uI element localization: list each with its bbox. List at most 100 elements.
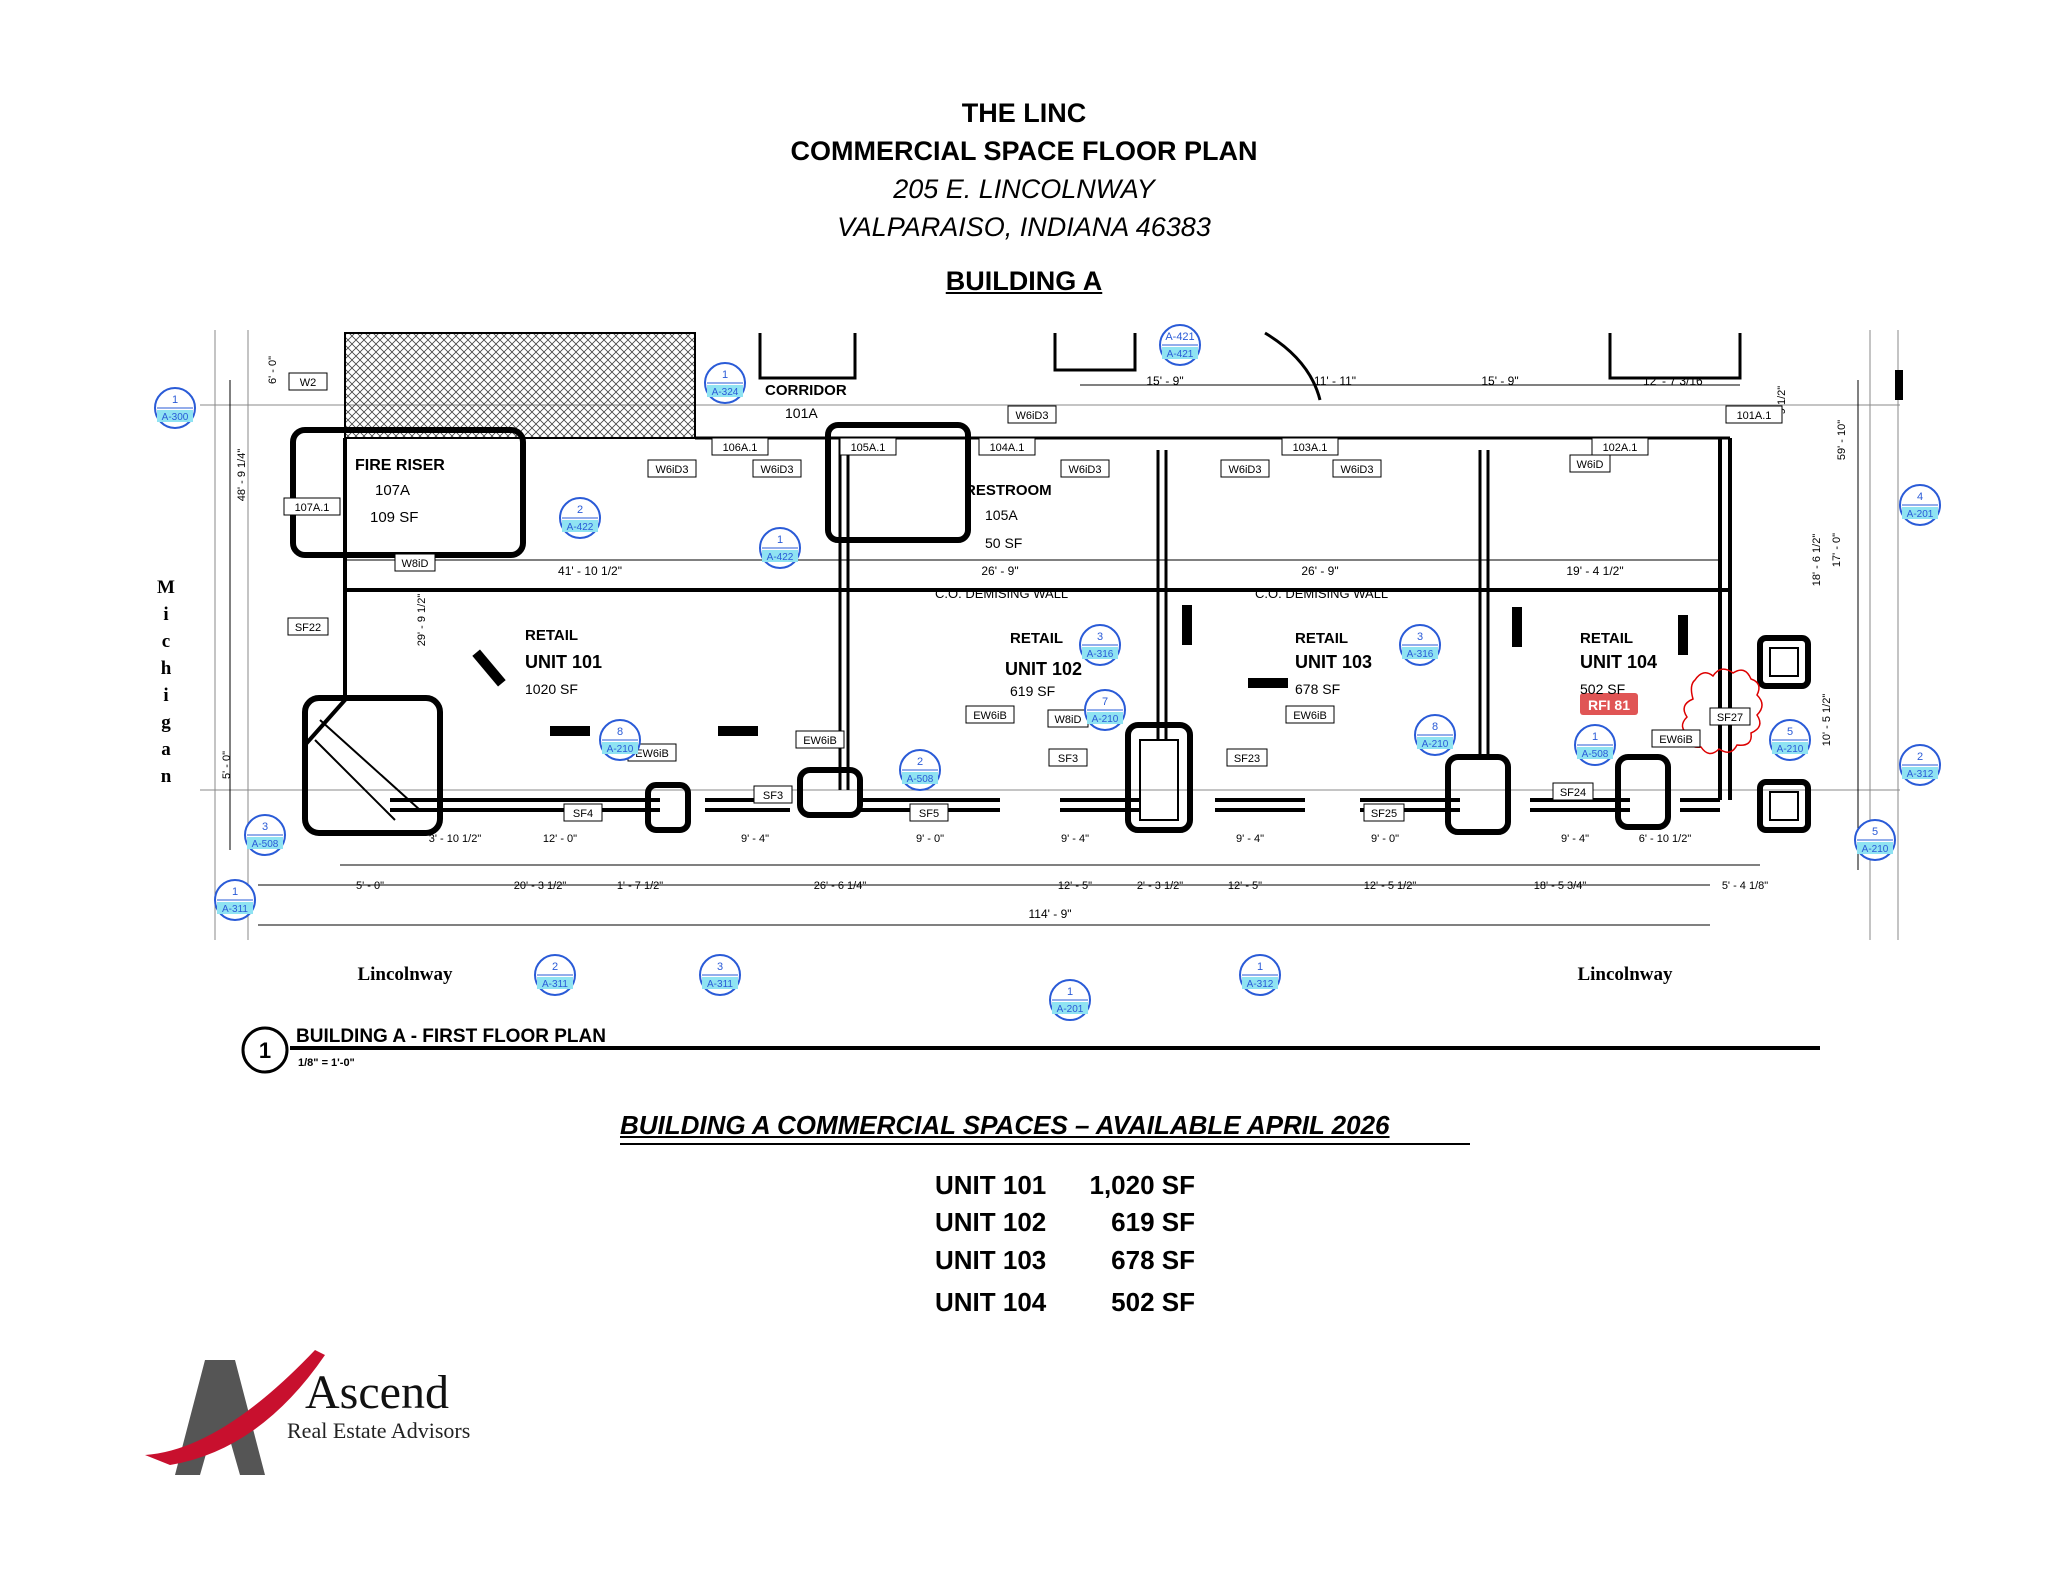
callout-sheet: A-422: [567, 522, 594, 533]
callout-number: 8: [1432, 721, 1438, 733]
wall-type-tag: EW6iB: [635, 748, 669, 760]
callout-sheet-highlight: [762, 550, 798, 562]
door-tag-box: [711, 437, 769, 456]
rfi-tag: [1580, 693, 1638, 715]
unit-name: UNIT 102: [935, 1207, 1047, 1237]
wall-type-tag-box: [1285, 705, 1335, 724]
street-name-side-letter: i: [163, 685, 168, 706]
storefront-tag: SF24: [1560, 787, 1586, 799]
wall-type-tag: W8iD: [1055, 714, 1082, 726]
street-name-side-letter: i: [163, 604, 168, 625]
wall-type-tag: EW6iB: [803, 735, 837, 747]
wall-type-tag-box: [394, 553, 436, 572]
logo-swoosh: [145, 1350, 325, 1465]
callout-number: 1: [777, 534, 783, 546]
callout-sheet: A-311: [707, 979, 733, 990]
door-tag: 104A.1: [990, 442, 1025, 454]
street-name-side-letter: n: [161, 766, 172, 787]
rfi-cloud: [1681, 668, 1763, 755]
section-callout: 2A-422: [559, 497, 601, 539]
dimension-text: 9' - 0": [1371, 833, 1399, 845]
callout-sheet-highlight: [1857, 842, 1893, 854]
callout-number: 1: [232, 886, 238, 898]
street-name-right: Lincolnway: [1577, 964, 1673, 985]
dimension-text: 12' - 5": [1228, 880, 1262, 892]
callout-number: 3: [262, 821, 268, 833]
storefront-tag-box: [1709, 707, 1751, 726]
callout-sheet: A-312: [1907, 769, 1934, 780]
door-tag: 102A.1: [1603, 442, 1638, 454]
unit-name-label: UNIT 102: [1005, 659, 1082, 679]
section-callout: 1A-312: [1239, 954, 1281, 996]
callout-sheet: A-508: [1582, 749, 1609, 760]
unit-use-label: RETAIL: [525, 627, 578, 644]
dimension-text: 26' - 9": [981, 564, 1018, 578]
demising-walls: [838, 438, 1490, 790]
callout-number: 5: [1872, 826, 1878, 838]
callout-sheet: A-210: [1777, 744, 1804, 755]
unit-name: UNIT 101: [935, 1170, 1047, 1200]
section-callout: 2A-311: [534, 954, 576, 996]
street-address: 205 E. LINCOLNWAY: [893, 174, 1155, 204]
storefront-tag-box: [909, 803, 949, 822]
wall-type-tag-box: [647, 459, 697, 478]
callout-sheet-highlight: [217, 902, 253, 914]
dimension-text: 12' - 0": [543, 833, 577, 845]
callout-sheet: A-508: [252, 839, 279, 850]
callout-number: 2: [917, 756, 923, 768]
dimension-text: 19' - 4 1/2": [1566, 564, 1623, 578]
callout-number: 1: [1257, 961, 1263, 973]
wall-type-tag: W8iD: [402, 558, 429, 570]
unit-area: 619 SF: [1111, 1207, 1195, 1237]
wall-type-tag-box: [795, 730, 845, 749]
restroom-number: 105A: [985, 507, 1018, 523]
dimension-text: 20' - 3 1/2": [514, 880, 567, 892]
drawing-title-block: [241, 1026, 1820, 1074]
door-tag-box: [1591, 437, 1649, 456]
section-callout: 5A-210: [1854, 819, 1896, 861]
section-callout: 4A-201: [1899, 484, 1941, 526]
door-tag: 106A.1: [723, 442, 758, 454]
storefront-tag: SF3: [1058, 753, 1078, 765]
callout-number: 3: [1097, 631, 1103, 643]
callout-sheet: A-210: [1422, 739, 1449, 750]
door-tag-box: [283, 497, 341, 516]
wall-type-tag: W6iD3: [1228, 464, 1261, 476]
column-5: [1615, 754, 1671, 830]
rfi-label: RFI 81: [1588, 697, 1630, 713]
callout-sheet-highlight: [1902, 507, 1938, 519]
dimension-text: 26' - 6 1/4": [814, 880, 867, 892]
storefront-tag-box: [1552, 782, 1594, 801]
callout-sheet-highlight: [247, 837, 283, 849]
unit-name: UNIT 104: [935, 1287, 1047, 1317]
section-callout: 8A-210: [599, 719, 641, 761]
callout-sheet: A-210: [1862, 844, 1889, 855]
unit-name: UNIT 103: [935, 1245, 1047, 1275]
storefront-tag-box: [287, 617, 329, 636]
column-6: [1757, 635, 1811, 689]
callout-sheet-highlight: [537, 977, 573, 989]
callout-sheet-highlight: [1087, 712, 1123, 724]
unit-area-label: 678 SF: [1295, 681, 1340, 697]
drawing-number: 1: [259, 1038, 271, 1063]
dimension-text: 9' - 0": [916, 833, 944, 845]
dimension-text: 12' - 5 1/2": [1364, 880, 1417, 892]
document-title: THE LINC: [961, 98, 1087, 128]
section-callout: 1A-201: [1049, 979, 1091, 1021]
dimension-text: 5' - 0": [356, 880, 384, 892]
callout-sheet: A-316: [1407, 649, 1434, 660]
callout-sheet-highlight: [902, 772, 938, 784]
wall-type-tag: W2: [300, 377, 317, 389]
callout-number: 1: [1067, 986, 1073, 998]
heavy-outlines: [290, 422, 1811, 836]
drawing-scale: 1/8" = 1'-0": [298, 1057, 355, 1069]
section-callout: 1A-300: [154, 387, 196, 429]
dimension-text: 15' - 9": [1146, 374, 1183, 388]
callout-sheet-highlight: [562, 520, 598, 532]
dimension-text: 6' - 10 1/2": [1639, 833, 1692, 845]
unit-use-label: RETAIL: [1580, 630, 1633, 647]
storefront-tag: SF4: [573, 808, 593, 820]
